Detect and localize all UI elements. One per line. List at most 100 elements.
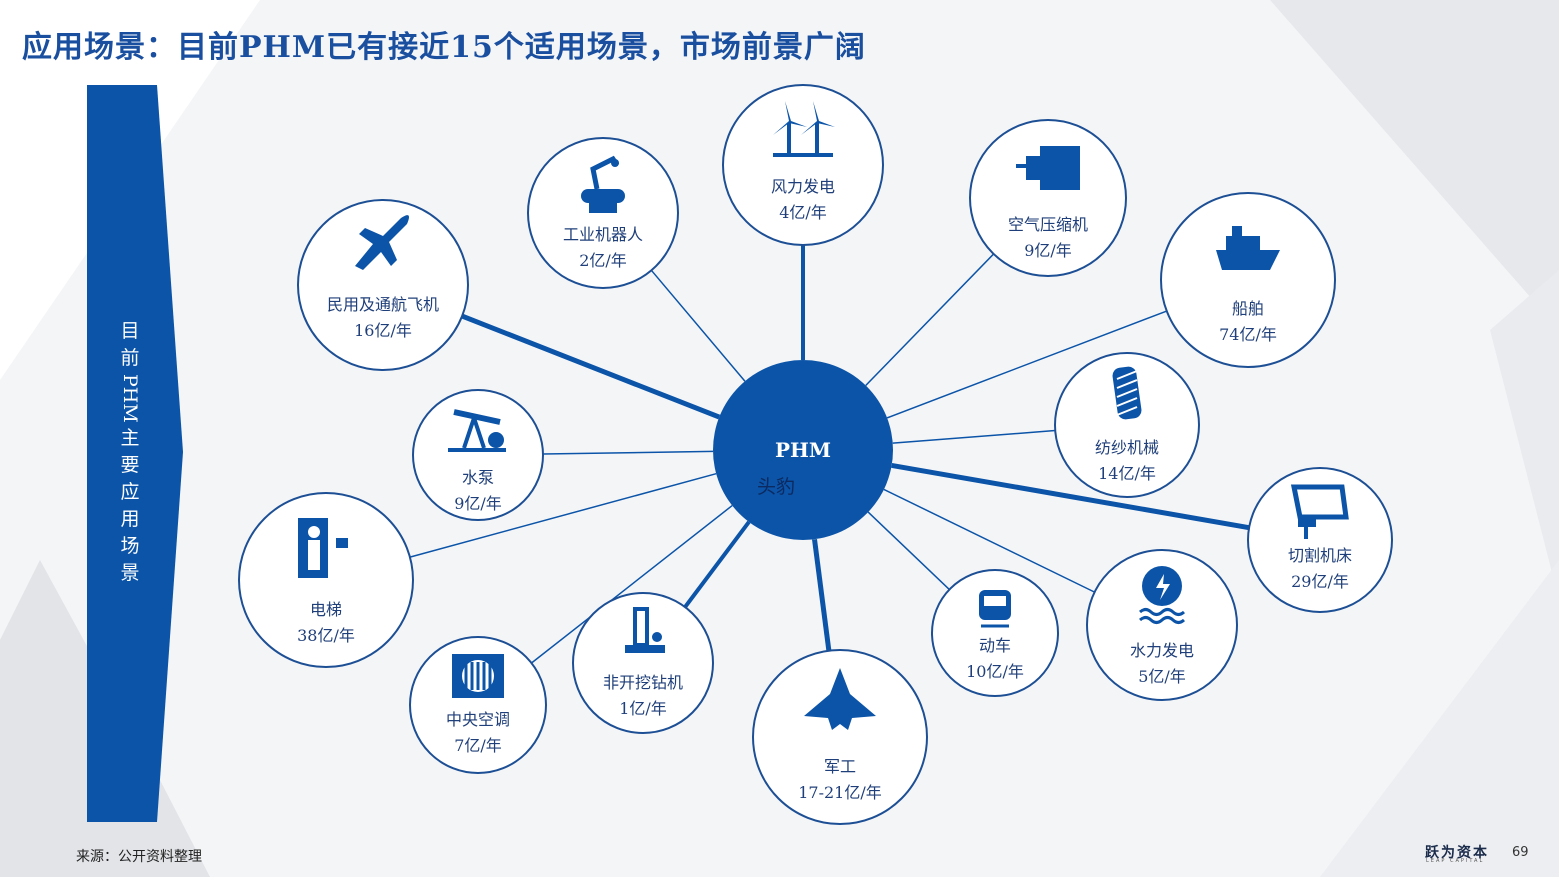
connector-cutting-machine [891,462,1250,531]
node-circle-air-compressor [969,119,1127,277]
node-value: 7亿/年 [454,736,502,755]
node-circle-cutting-machine [1247,467,1393,613]
compressor-icon [1016,146,1080,190]
node-name: 纺纱机械 [1094,438,1160,457]
node-label-water-pump: 水泵 9亿/年 [454,465,502,517]
node-label-civil-aviation: 民用及通航飞机 16亿/年 [327,292,439,344]
spindle-icon [1112,366,1142,420]
node-value: 17-21亿/年 [798,783,882,802]
node-value: 38亿/年 [297,626,355,645]
node-circle-elevator [238,492,414,668]
node-name: 水泵 [461,468,495,487]
ship-icon [1216,226,1280,270]
node-label-wind-power: 风力发电 4亿/年 [771,174,835,226]
node-circle-hydro-power [1086,549,1238,701]
connector-hydro-power [883,488,1095,593]
hydro-icon [1138,566,1186,624]
phm-hub-circle [713,360,893,540]
node-value: 4亿/年 [779,203,827,222]
page-number: 69 [1512,845,1529,860]
node-value: 2亿/年 [579,251,627,270]
sidebar-char: 场 [120,534,140,557]
node-label-textile: 纺纱机械 14亿/年 [1095,435,1159,487]
node-name: 电梯 [309,600,343,619]
node-circle-wind-power [722,84,884,246]
node-label-elevator: 电梯 38亿/年 [297,597,355,649]
connector-elevator [409,472,717,558]
sidebar-char: 应 [120,480,140,503]
node-circle-trenchless-drill [572,592,714,734]
connector-water-pump [542,450,714,455]
sidebar-char: 景 [120,561,140,584]
node-name: 船舶 [1231,299,1265,318]
center-watermark: 头豹 [756,476,796,498]
robot-arm-icon [581,155,625,213]
node-label-central-ac: 中央空调 7亿/年 [446,707,510,759]
connector-ship [886,310,1167,419]
source-note: 来源：公开资料整理 [76,849,202,865]
node-value: 74亿/年 [1219,325,1277,344]
sidebar-label: 目 前 PHM 主 要 应 用 场 景 [115,318,145,587]
node-label-military: 军工 17-21亿/年 [798,754,882,806]
node-name: 动车 [978,636,1012,655]
brand-subtitle: LEAP CAPITAL [1426,858,1485,864]
connector-trenchless-drill [683,520,751,609]
sidebar-char: 用 [120,507,140,530]
elevator-icon [298,518,348,578]
node-value: 16亿/年 [354,321,412,340]
node-name: 军工 [823,757,856,776]
node-name: 空气压缩机 [1007,215,1089,234]
node-label-air-compressor: 空气压缩机 9亿/年 [1008,212,1088,264]
node-label-industrial-robot: 工业机器人 2亿/年 [563,222,643,274]
node-name: 非开挖钻机 [602,673,684,692]
node-circle-emu-train [931,569,1059,697]
node-name: 水力发电 [1129,641,1195,660]
node-circle-military [752,649,928,825]
sidebar-arrow [87,85,183,822]
sidebar-char: 要 [120,453,140,476]
node-label-ship: 船舶 74亿/年 [1219,296,1277,348]
node-circle-textile [1054,352,1200,498]
sidebar-char: PHM [119,374,141,423]
node-name: 切割机床 [1287,546,1353,565]
fighter-jet-icon [804,668,876,730]
node-name: 中央空调 [445,710,511,729]
node-value: 10亿/年 [966,662,1024,681]
wind-turbine-icon [773,101,835,157]
airplane-icon [355,215,409,270]
node-name: 民用及通航飞机 [326,295,440,314]
node-label-emu-train: 动车 10亿/年 [966,633,1024,685]
brand-logo: 跃为资本 [1425,845,1489,861]
pumpjack-icon [448,409,506,452]
connector-civil-aviation [461,313,721,420]
drill-rig-icon [625,607,665,653]
node-value: 1亿/年 [619,699,667,718]
node-label-cutting-machine: 切割机床 29亿/年 [1288,543,1352,595]
connector-air-compressor [865,253,995,386]
ac-unit-icon [452,654,504,698]
sidebar-char: 前 [120,347,140,369]
connector-industrial-robot [650,269,746,382]
node-label-trenchless-drill: 非开挖钻机 1亿/年 [603,670,683,722]
train-icon [979,590,1011,628]
center-label: PHM [774,438,832,462]
page-title: 应用场景：目前PHM已有接近15个适用场景，市场前景广阔 [22,30,866,65]
node-circle-water-pump [412,389,544,521]
node-value: 5亿/年 [1138,667,1186,686]
jigsaw-icon [1290,484,1349,539]
node-value: 9亿/年 [1024,241,1072,260]
node-value: 9亿/年 [454,494,502,513]
connector-emu-train [867,511,950,591]
node-name: 工业机器人 [562,225,644,244]
node-value: 29亿/年 [1291,572,1349,591]
node-label-hydro-power: 水力发电 5亿/年 [1130,638,1194,690]
node-circle-central-ac [409,636,547,774]
node-name: 风力发电 [770,177,836,196]
connector-central-ac [531,504,733,664]
node-value: 14亿/年 [1098,464,1156,483]
connector-textile [892,429,1056,444]
sidebar-char: 主 [120,426,140,449]
node-circle-ship [1160,192,1336,368]
connector-military [812,538,832,652]
